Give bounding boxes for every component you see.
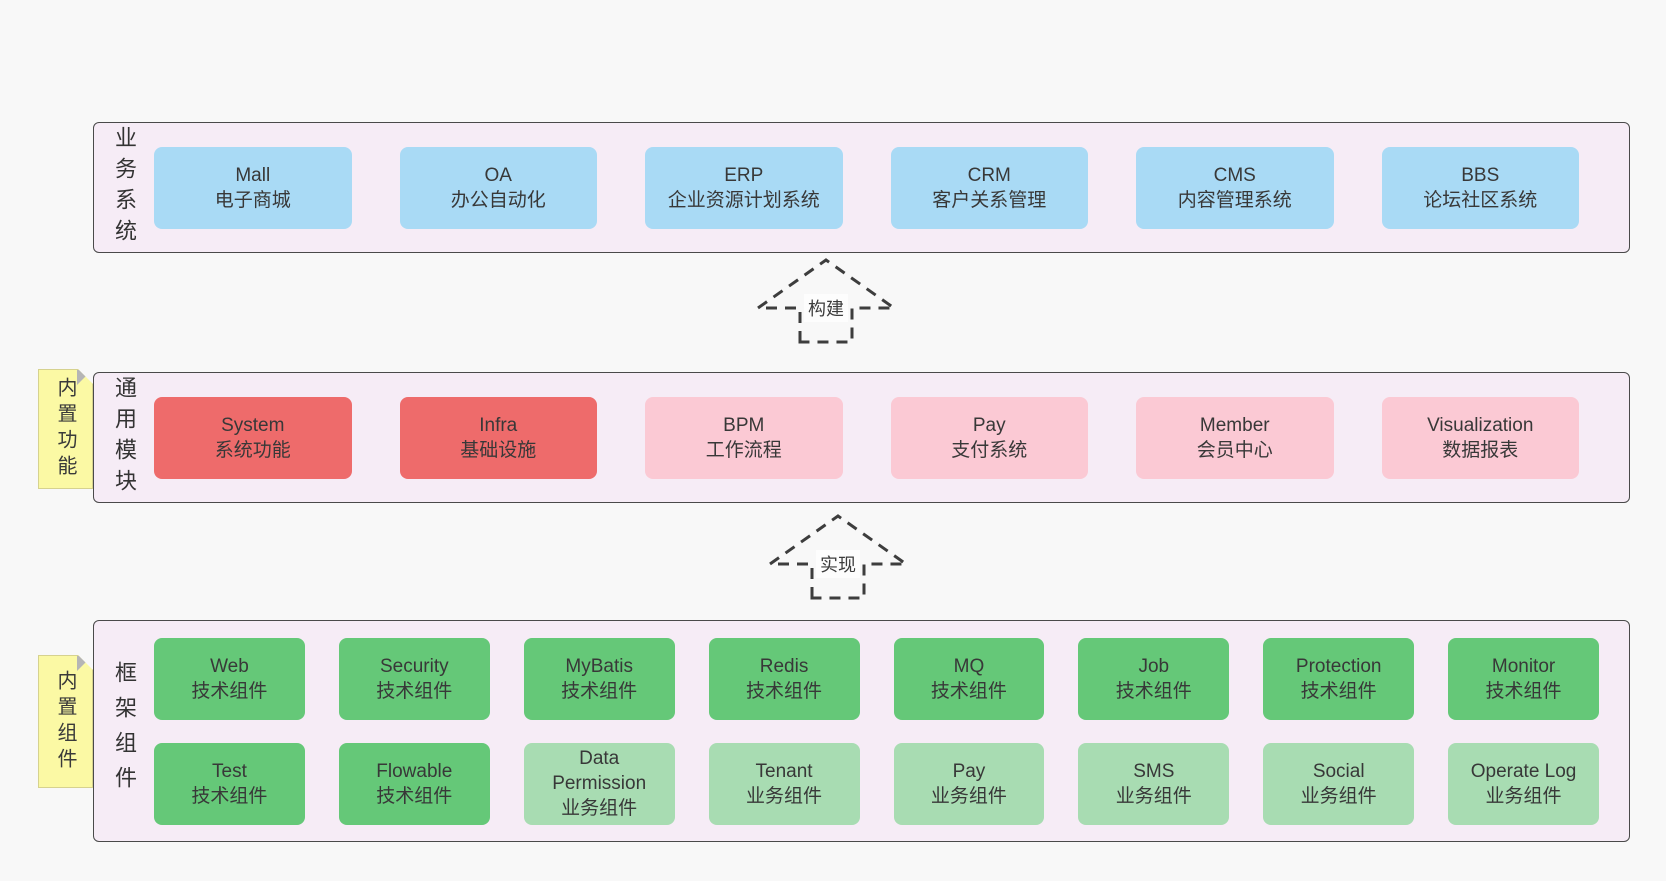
business-boxes-row: Mall 电子商城 OA 办公自动化 ERP 企业资源计划系统 CRM 客户关系…: [154, 123, 1629, 252]
box-security: Security 技术组件: [338, 637, 490, 720]
module-boxes-row: System 系统功能 Infra 基础设施 BPM 工作流程 Pay 支付系统…: [154, 373, 1629, 502]
box-oa: OA 办公自动化: [399, 146, 597, 229]
box-flowable: Flowable 技术组件: [338, 742, 490, 825]
arrow-up-build: 构建: [756, 256, 896, 344]
box-test: Test 技术组件: [154, 742, 305, 825]
box-member: Member 会员中心: [1136, 396, 1334, 479]
component-row-2: Test 技术组件 Flowable 技术组件 Data Permission …: [154, 742, 1599, 825]
sticky-note-built-in-components: 内置组件: [38, 655, 93, 788]
folded-corner-icon: [77, 656, 92, 671]
sticky-note-built-in-features: 内置功能: [38, 369, 93, 489]
box-sms: SMS 业务组件: [1078, 742, 1230, 825]
component-row-1: Web 技术组件 Security 技术组件 MyBatis 技术组件 Redi…: [154, 637, 1599, 720]
component-rows: Web 技术组件 Security 技术组件 MyBatis 技术组件 Redi…: [154, 621, 1629, 841]
layer-label-business-systems: 业务系统: [112, 125, 137, 250]
box-social: Social 业务组件: [1263, 742, 1415, 825]
arrow-build-label: 构建: [804, 294, 848, 322]
box-tenant: Tenant 业务组件: [708, 742, 860, 825]
box-operate-log: Operate Log 业务组件: [1448, 742, 1599, 825]
box-erp: ERP 企业资源计划系统: [645, 146, 843, 229]
box-pay-system: Pay 支付系统: [890, 396, 1088, 479]
layer-common-modules: 通用模块 System 系统功能 Infra 基础设施 BPM 工作流程 Pay…: [93, 372, 1630, 503]
box-mq: MQ 技术组件: [893, 637, 1045, 720]
dashed-up-arrow-icon: [768, 514, 908, 600]
arrow-implement-label: 实现: [816, 550, 860, 578]
box-monitor: Monitor 技术组件: [1448, 637, 1599, 720]
dashed-up-arrow-icon: [756, 258, 896, 344]
box-pay-component: Pay 业务组件: [893, 742, 1045, 825]
layer-label-framework-components: 框架组件: [112, 661, 137, 801]
box-visualization: Visualization 数据报表: [1381, 396, 1579, 479]
box-bpm: BPM 工作流程: [645, 396, 843, 479]
folded-corner-icon: [77, 370, 92, 385]
box-web: Web 技术组件: [154, 637, 305, 720]
layer-business-systems: 业务系统 Mall 电子商城 OA 办公自动化 ERP 企业资源计划系统 CRM…: [93, 122, 1630, 253]
box-redis: Redis 技术组件: [708, 637, 860, 720]
box-mall: Mall 电子商城: [154, 146, 352, 229]
box-system: System 系统功能: [154, 396, 352, 479]
box-job: Job 技术组件: [1078, 637, 1230, 720]
box-crm: CRM 客户关系管理: [890, 146, 1088, 229]
box-bbs: BBS 论坛社区系统: [1381, 146, 1579, 229]
arrow-up-implement: 实现: [768, 512, 908, 600]
layer-label-common-modules: 通用模块: [112, 375, 137, 500]
box-infra: Infra 基础设施: [399, 396, 597, 479]
layer-framework-components: 框架组件 Web 技术组件 Security 技术组件 MyBatis 技术组件…: [93, 620, 1630, 842]
box-protection: Protection 技术组件: [1263, 637, 1415, 720]
box-data-permission: Data Permission 业务组件: [523, 742, 675, 825]
box-mybatis: MyBatis 技术组件: [523, 637, 675, 720]
box-cms: CMS 内容管理系统: [1136, 146, 1334, 229]
